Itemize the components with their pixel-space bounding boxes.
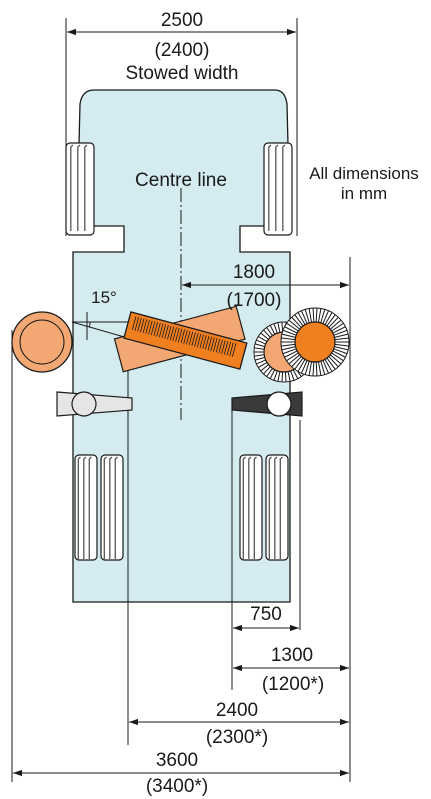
- dim-3400-label: (3400*): [145, 776, 209, 797]
- rear-right-tyre-inner: [239, 454, 263, 561]
- dim-2400-label: 2400: [215, 700, 259, 721]
- angle-label: 15°: [91, 288, 117, 307]
- main-broom: [123, 311, 248, 370]
- stowed-width-label: Stowed width: [125, 63, 239, 84]
- width-2400-label: (2400): [154, 40, 210, 61]
- rear-left-tyre-inner: [100, 454, 124, 561]
- units-note-line1: All dimensions: [309, 164, 419, 183]
- left-squeegee: [56, 391, 133, 417]
- offset-1700-label: (1700): [226, 290, 282, 311]
- front-left-tyre: [65, 142, 95, 236]
- right-disc-brush-orange: [280, 307, 350, 377]
- offset-1800-label: 1800: [232, 262, 276, 283]
- centre-line-label: Centre line: [135, 170, 227, 191]
- width-2500-label: 2500: [160, 10, 204, 31]
- left-side-brush: [11, 311, 73, 373]
- right-squeegee: [231, 391, 303, 417]
- dim-2300-label: (2300*): [205, 727, 269, 748]
- units-note-line2: in mm: [340, 184, 388, 203]
- dim-1200-label: (1200*): [261, 674, 325, 695]
- angle-indicator: [71, 312, 129, 340]
- rear-left-tyre-outer: [74, 454, 98, 561]
- front-right-tyre: [263, 142, 293, 236]
- rear-right-tyre-outer: [265, 454, 289, 561]
- dim-1300-label: 1300: [270, 645, 314, 666]
- dim-750-label: 750: [250, 604, 282, 625]
- dim-3600-label: 3600: [155, 750, 199, 771]
